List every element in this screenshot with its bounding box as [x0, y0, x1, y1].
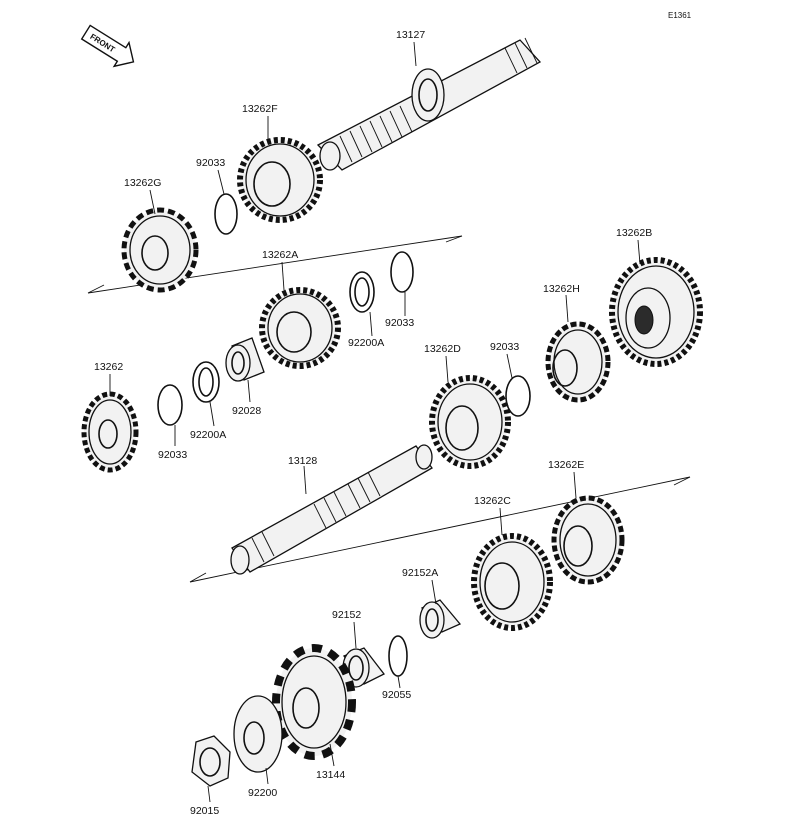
label-92200A-b: 92200A [190, 429, 226, 441]
label-13262F: 13262F [242, 103, 278, 115]
main-shaft-13127 [316, 37, 542, 171]
gear-13262A [259, 287, 341, 369]
collar-92152 [342, 647, 385, 688]
label-13262H: 13262H [543, 283, 580, 295]
label-92033-d: 92033 [490, 341, 519, 353]
circlip-92033-d [505, 375, 531, 417]
collar-92152A [419, 599, 462, 639]
label-13262C: 13262C [474, 495, 511, 507]
circlip-92033-c [157, 384, 183, 426]
washer-92200A-b [192, 361, 220, 403]
label-92033-c: 92033 [158, 449, 187, 461]
gear-13262B [609, 257, 703, 367]
label-13262: 13262 [94, 361, 123, 373]
nut-92015 [191, 735, 231, 787]
label-92200: 92200 [248, 787, 277, 799]
circlip-92033-a [214, 193, 238, 235]
circlip-92033-b [390, 251, 414, 293]
label-92200A-a: 92200A [348, 337, 384, 349]
label-13262E: 13262E [548, 459, 584, 471]
diagram-ref-code: E1361 [668, 11, 692, 20]
gear-13262F [237, 137, 323, 223]
oring-92055 [388, 635, 408, 677]
label-92015: 92015 [190, 805, 219, 817]
gear-13262D [429, 375, 511, 469]
label-92152: 92152 [332, 609, 361, 621]
label-92055: 92055 [382, 689, 411, 701]
output-shaft-13128 [230, 444, 433, 575]
label-13262A: 13262A [262, 249, 298, 261]
front-arrow-icon: FRONT [80, 24, 135, 68]
label-13262D: 13262D [424, 343, 461, 355]
sprocket-13144 [272, 644, 356, 760]
label-13144: 13144 [316, 769, 345, 781]
label-13262B: 13262B [616, 227, 652, 239]
washer-92200 [233, 695, 283, 773]
label-13262G: 13262G [124, 177, 161, 189]
needle-bearing-92028 [225, 337, 265, 382]
gear-13262G [121, 207, 199, 293]
gear-13262E [551, 495, 625, 585]
label-13128: 13128 [288, 455, 317, 467]
label-13127: 13127 [396, 29, 425, 41]
label-92033-b: 92033 [385, 317, 414, 329]
gear-13262C [471, 533, 553, 631]
label-92033-a: 92033 [196, 157, 225, 169]
washer-92200A-a [349, 271, 375, 313]
gear-13262 [81, 391, 139, 473]
gear-13262H [545, 321, 611, 403]
label-92152A: 92152A [402, 567, 438, 579]
label-92028: 92028 [232, 405, 261, 417]
